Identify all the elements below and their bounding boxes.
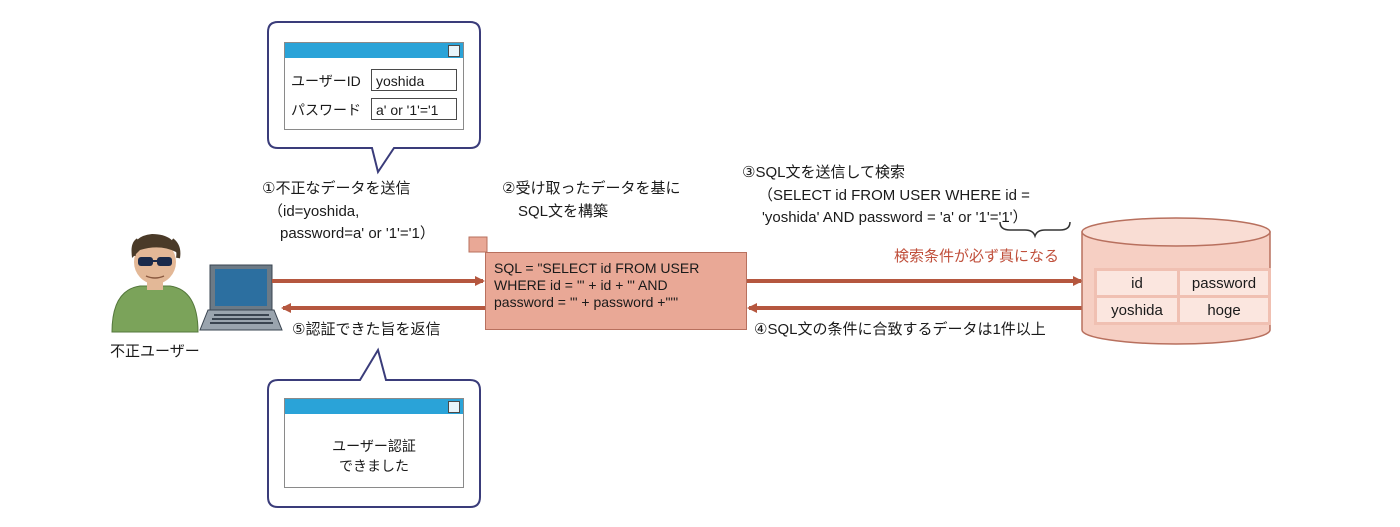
user-id-field[interactable]: yoshida <box>371 69 457 91</box>
login-window-titlebar <box>285 43 463 58</box>
step1-line1: ①不正なデータを送信 <box>262 180 411 197</box>
step3-line3: 'yoshida' AND password = 'a' or '1'='1'） <box>762 209 1028 226</box>
result-message-line1: ユーザー認証 <box>332 438 416 454</box>
sql-line2: WHERE id = '" + id + "' AND <box>494 277 668 293</box>
step1-line2: （id=yoshida, <box>268 203 360 220</box>
column-header-id: id <box>1097 271 1177 295</box>
result-window-titlebar <box>285 399 463 414</box>
sql-line3: password = '" + password +"'" <box>494 294 679 310</box>
table-row: yoshida hoge <box>1097 298 1268 322</box>
password-label: パスワード <box>291 102 361 118</box>
user-id-label: ユーザーID <box>291 73 361 89</box>
result-message-line2: できました <box>339 458 409 474</box>
step3-line1: ③SQL文を送信して検索 <box>742 164 906 181</box>
step5-label: ⑤認証できた旨を返信 <box>292 321 441 338</box>
step1-line3: password=a' or '1'='1） <box>280 225 435 242</box>
step2-line1: ②受け取ったデータを基に <box>502 180 681 197</box>
condition-note: 検索条件が必ず真になる <box>894 248 1060 265</box>
column-header-password: password <box>1180 271 1268 295</box>
database-table: id password yoshida hoge <box>1094 268 1271 325</box>
attacker-figure <box>111 234 199 333</box>
step3-line2: （SELECT id FROM USER WHERE id = <box>758 187 1030 204</box>
sql-line1: SQL = "SELECT id FROM USER <box>494 260 700 276</box>
step4-label: ④SQL文の条件に合致するデータは1件以上 <box>754 321 1046 338</box>
step2-line2: SQL文を構築 <box>518 203 609 220</box>
window-button-icon <box>448 401 460 413</box>
table-cell-password: hoge <box>1180 298 1268 322</box>
attacker-label: 不正ユーザー <box>110 343 200 360</box>
result-window: ユーザー認証 できました <box>284 398 464 488</box>
login-window: ユーザーID yoshida パスワード a' or '1'='1 <box>284 42 464 130</box>
condition-brace <box>999 221 1071 239</box>
table-cell-id: yoshida <box>1097 298 1177 322</box>
laptop-icon <box>199 264 283 331</box>
sql-box-corner-flag <box>468 236 488 253</box>
password-field[interactable]: a' or '1'='1 <box>371 98 457 120</box>
table-header-row: id password <box>1097 271 1268 295</box>
window-button-icon <box>448 45 460 57</box>
sql-builder-box: SQL = "SELECT id FROM USER WHERE id = '"… <box>485 252 747 330</box>
